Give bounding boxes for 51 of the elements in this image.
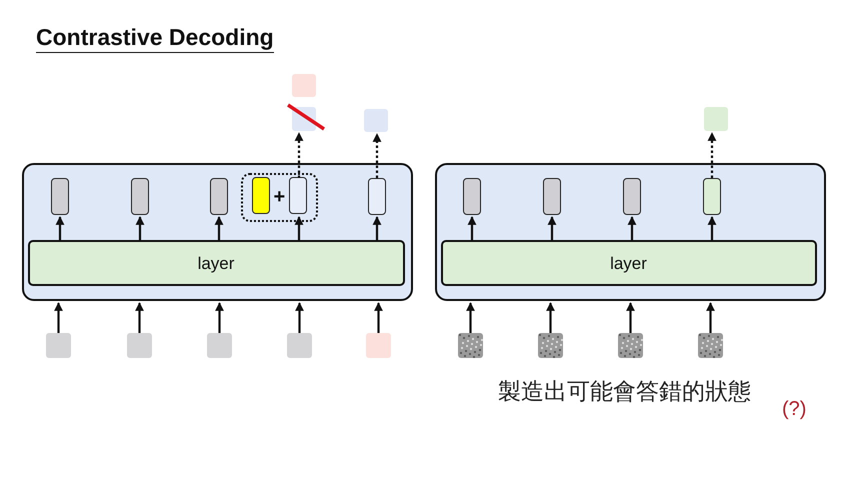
arrow [295, 302, 304, 333]
arrow [214, 216, 224, 240]
input-square [287, 333, 312, 358]
hidden-state-bar [368, 178, 386, 214]
hidden-state-bar [130, 178, 148, 214]
arrow [372, 216, 382, 240]
layer-label: layer [196, 254, 236, 274]
question-mark-text: (?) [782, 398, 806, 421]
annotation-text: 製造出可能會答錯的狀態 [498, 378, 751, 407]
hidden-state-bar [542, 178, 560, 214]
hidden-state-bar [252, 177, 270, 214]
input-square [207, 333, 232, 358]
arrow [135, 302, 144, 333]
arrow [294, 132, 304, 178]
arrow [294, 216, 304, 240]
arrow [468, 216, 476, 240]
output-square [292, 74, 316, 97]
panel-box [435, 163, 826, 301]
hidden-state-bar [50, 178, 68, 214]
plus-sign: + [274, 186, 286, 208]
arrow [708, 132, 716, 178]
noise-square [538, 333, 563, 358]
arrow [708, 216, 716, 240]
arrow [546, 302, 555, 333]
hidden-state-bar [702, 178, 720, 214]
hidden-state-bar [210, 178, 228, 214]
input-square [366, 333, 391, 358]
input-square [127, 333, 152, 358]
arrow [466, 302, 475, 333]
arrow [374, 302, 383, 333]
noise-square [698, 333, 723, 358]
arrow [706, 302, 715, 333]
arrow [626, 302, 635, 333]
noise-square [618, 333, 643, 358]
hidden-state-bar [622, 178, 640, 214]
panel-box [22, 163, 413, 301]
arrow [54, 302, 63, 333]
layer-label: layer [609, 254, 648, 274]
arrow [136, 216, 144, 240]
output-square [704, 107, 728, 131]
noise-square [458, 333, 483, 358]
arrow [56, 216, 64, 240]
arrow [628, 216, 636, 240]
arrow [215, 302, 224, 333]
input-square [46, 333, 71, 358]
hidden-state-bar [289, 177, 307, 214]
hidden-state-bar [462, 178, 480, 214]
arrow [372, 133, 382, 178]
output-square [364, 109, 388, 132]
title: Contrastive Decoding [36, 24, 274, 53]
arrow [548, 216, 556, 240]
